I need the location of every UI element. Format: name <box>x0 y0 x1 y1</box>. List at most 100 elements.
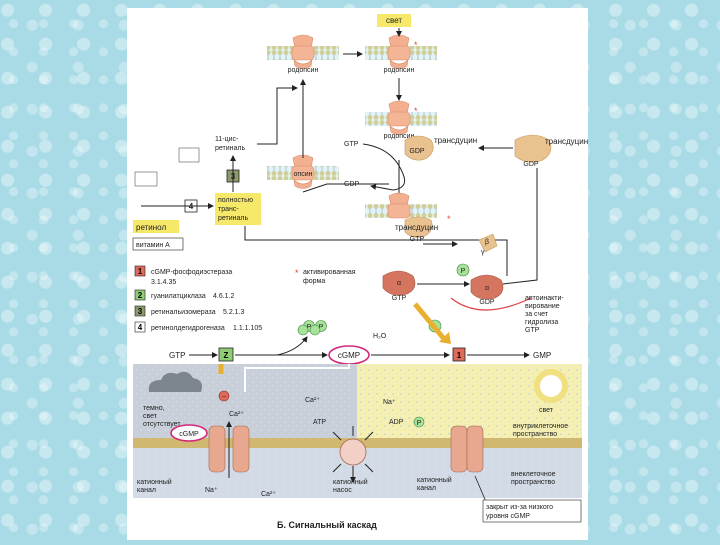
svg-text:β: β <box>485 239 489 246</box>
cation-channel-line-2-right: канал <box>417 485 436 492</box>
svg-text:автоинакти-: автоинакти- <box>525 295 564 302</box>
phosphate-p <box>456 263 470 277</box>
svg-text:γ: γ <box>481 249 485 256</box>
na-in-label: Na⁺ <box>383 399 396 406</box>
trans-retinal-line-3: ретиналь <box>218 215 249 222</box>
transducin-label-2: трансдуцин <box>545 137 588 146</box>
svg-text:Z: Z <box>224 351 229 360</box>
open-cation-channel <box>208 425 250 473</box>
gtp-alpha-label: GTP <box>392 295 407 302</box>
svg-text:1: 1 <box>138 267 143 276</box>
svg-text:гидролиза: гидролиза <box>525 319 558 326</box>
cation-channel-line-1-right: катионный <box>417 476 452 484</box>
legend-4-text: ретинолдегидрогеназа <box>151 325 225 332</box>
membrane-disc-4: трансдуцин * GTP <box>365 192 451 243</box>
legend-1-ec: 3.1.4.35 <box>151 279 176 286</box>
legend-2-marker <box>134 289 146 301</box>
gdp-alpha-label: GDP <box>479 299 495 306</box>
cascade-gtp: GTP <box>169 351 185 360</box>
svg-text:GTP: GTP <box>525 327 540 334</box>
svg-text:P: P <box>307 324 312 331</box>
gmp-label: GMP <box>533 351 551 360</box>
legend-3-ec: 5.2.1.3 <box>223 309 245 316</box>
activated-form-line-2: форма <box>303 278 325 285</box>
legend-1-marker <box>134 265 146 277</box>
gtp-label-top: GTP <box>344 141 359 148</box>
svg-text:3: 3 <box>138 307 143 316</box>
arrow-recycle <box>502 168 538 285</box>
na-out-label: Na⁺ <box>205 487 218 494</box>
cloud-icon <box>148 371 202 392</box>
sun-icon <box>534 369 568 403</box>
intracellular-line-2: пространство <box>513 431 557 438</box>
gdp-label-1: GDP <box>409 148 425 155</box>
svg-text:2: 2 <box>138 291 143 300</box>
h2o-label: H₂O <box>373 333 387 340</box>
beta-gamma-subunits: β γ <box>478 233 498 256</box>
signal-cascade-diagram: родопсин * родопсин свет * родопсин GDP … <box>132 14 588 530</box>
ca-out-label: Ca²⁺ <box>261 491 276 498</box>
svg-text:вирование: вирование <box>525 303 560 310</box>
membrane-disc-3: * родопсин <box>365 100 437 140</box>
trans-retinal-line-1: полностью <box>218 197 253 204</box>
nad-symbols <box>134 147 200 187</box>
legend-2-ec: 4.6.1.2 <box>213 293 235 300</box>
light-label-box <box>377 14 411 27</box>
light-label: свет <box>386 16 402 25</box>
opsin-label: опсин <box>294 171 313 178</box>
svg-text:за счет: за счет <box>525 311 549 318</box>
vitamin-a-label: витамин А <box>136 242 170 249</box>
cation-channel-line-2-left: канал <box>137 487 156 494</box>
svg-text:*: * <box>295 268 299 278</box>
cation-pump-line-2: насос <box>333 487 352 494</box>
transducin-free: GDP трансдуцин <box>514 134 588 168</box>
transducin-gdp-complex: GDP трансдуцин <box>404 135 477 161</box>
cation-channel-line-1-left: катионный <box>137 478 172 486</box>
trans-retinal-box <box>215 193 261 225</box>
guanylate-cyclase-marker <box>218 347 234 362</box>
pde-marker <box>452 347 466 362</box>
inhibit-minus <box>218 390 230 402</box>
ca-in2-label: Ca²⁺ <box>305 397 320 404</box>
svg-text:P: P <box>319 324 324 331</box>
legend-2-text: гуанилатциклаза <box>151 293 206 300</box>
atp-label: ATP <box>313 419 326 426</box>
closed-cation-channel <box>450 425 484 473</box>
legend-4-ec: 1.1.1.105 <box>233 325 262 332</box>
figure-caption: Б. Сигнальный каскад <box>277 520 377 530</box>
legend-4-marker <box>134 321 146 333</box>
svg-text:1: 1 <box>457 351 462 360</box>
activated-form-line-1: активированная <box>303 269 356 276</box>
ca-in-label: Ca²⁺ <box>229 411 244 418</box>
light-bottom-label: свет <box>539 407 554 414</box>
extracellular-line-1: внеклеточное <box>511 471 556 478</box>
arrow-gtp-gdp-exchange <box>362 143 406 191</box>
adp-label: ADP <box>389 419 404 426</box>
svg-text:P: P <box>461 268 466 275</box>
dark-line-3: отсутствует <box>143 421 181 428</box>
rhodopsin-label-1: родопсин <box>288 67 319 74</box>
closed-note-line-1: закрыт из-за низкого <box>486 504 553 511</box>
transducin-label-3: трансдуцин <box>395 223 438 232</box>
activation-arrow <box>413 302 447 342</box>
cgmp-label: cGMP <box>338 351 360 360</box>
rhodopsin-label-3: родопсин <box>384 133 415 140</box>
opsin-disc: опсин <box>267 154 339 189</box>
svg-text:*: * <box>447 214 451 224</box>
svg-text:P: P <box>417 420 422 427</box>
auto-inactivation-arc <box>450 297 532 311</box>
arrow-to-opsin <box>302 183 389 193</box>
svg-text:−: − <box>222 394 226 401</box>
retinol-box <box>133 220 179 233</box>
membrane-disc-1: родопсин <box>267 34 339 74</box>
intracellular-line-1: внутриклеточное <box>513 423 568 430</box>
cell-panel: темно, свет отсутствует − Ca²⁺ cGMP кати… <box>133 364 582 505</box>
cation-pump-line-1: катионный <box>333 478 368 486</box>
legend-3-text: ретинальизомераза <box>151 309 216 316</box>
cgmp-bound-label: cGMP <box>179 431 199 438</box>
arrow-trans-retinal-return <box>244 226 508 244</box>
legend-3-marker <box>134 305 146 317</box>
extracellular-line-2: пространство <box>511 479 555 486</box>
figure-sheet: родопсин * родопсин свет * родопсин GDP … <box>127 8 588 540</box>
alpha-gdp: α GDP <box>470 274 504 306</box>
